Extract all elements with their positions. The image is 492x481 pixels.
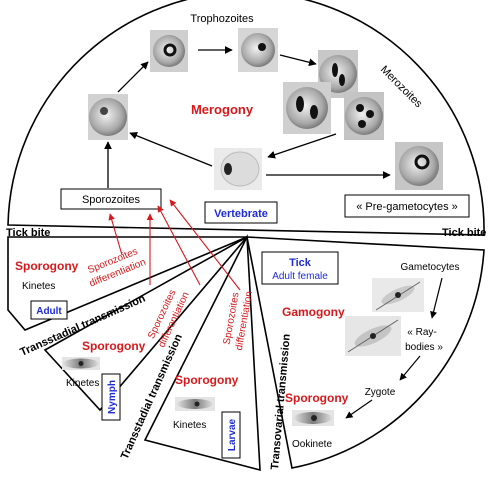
pre-gametocyte-cell: [395, 142, 443, 190]
merozoites-label: Merozoites: [378, 64, 425, 111]
nymph-stage-label: Nymph: [107, 380, 118, 414]
adult-sector: [7, 236, 248, 331]
ookinete-label: Ookinete: [292, 439, 332, 450]
pre-gametocytes-box: [344, 194, 470, 218]
larvae-sporogony-label: Sporogony: [175, 373, 239, 387]
arrow-zygote-to-ookinete: [345, 399, 373, 419]
nymph-kinetes-label: Kinetes: [66, 378, 99, 389]
arrow-gametocytes-to-raybodies: [430, 277, 443, 319]
sporozoites-label: Sporozoites: [82, 194, 141, 206]
tick-host-sublabel: Adult female: [272, 271, 328, 282]
red-arrow-larvae: [169, 199, 241, 291]
ray-bodies-line1: « Ray-: [407, 327, 436, 338]
tick-sector: [246, 236, 485, 469]
sporozoite-infected-cell: [88, 94, 128, 140]
gametocytes-label: Gametocytes: [401, 262, 460, 273]
adult-stage-box: [30, 300, 68, 320]
larvae-kinetes-label: Kinetes: [173, 420, 206, 431]
red-arrow-nymph-2: [157, 205, 201, 286]
vertebrate-box: [204, 201, 278, 224]
tick-host-label: Tick: [289, 257, 312, 269]
trophozoite-cell-1: [150, 30, 188, 72]
ray-body-image: [345, 316, 401, 356]
free-sporozoite-cell: [214, 148, 262, 190]
arrow-trophozoite-to-merozoite: [279, 54, 317, 67]
larvae-sector: [143, 233, 261, 472]
arrow-free-to-cell: [129, 132, 213, 167]
larvae-stage-label: Larvae: [227, 418, 238, 451]
larvae-stage-box: [221, 411, 241, 459]
arrow-merozoites-to-free: [267, 133, 337, 159]
arrow-raybodies-to-zygote: [399, 355, 421, 381]
adult-sporogony-label: Sporogony: [15, 259, 79, 273]
ookinete-image: [292, 410, 334, 426]
vertebrate-host-label: Vertebrate: [214, 208, 268, 220]
gametocyte-image: [372, 278, 424, 312]
vertebrate-sector: [7, 0, 485, 236]
tick-bite-left-label: Tick bite: [6, 227, 50, 239]
nymph-kinete-image: [62, 357, 100, 370]
adult-stage-label: Adult: [36, 306, 62, 317]
pre-gametocytes-label: « Pre-gametocytes »: [356, 201, 458, 213]
merozoite-cell-2: [283, 82, 331, 134]
arrow-cell-to-trophozoite: [117, 61, 149, 93]
trophozoite-cell-2: [238, 28, 278, 72]
red-arrow-adult: [108, 213, 123, 256]
tick-sporogony-label: Sporogony: [285, 391, 349, 405]
zygote-label: Zygote: [365, 387, 396, 398]
nymph-stage-box: [101, 373, 121, 421]
tick-host-box: [261, 251, 339, 285]
adult-kinetes-label: Kinetes: [22, 281, 55, 292]
larvae-kinete-image: [175, 397, 215, 411]
sporozoites-box: [60, 188, 162, 210]
trophozoites-label: Trophozoites: [190, 13, 254, 25]
merogony-label: Merogony: [191, 102, 254, 117]
nymph-sporogony-label: Sporogony: [82, 339, 146, 353]
tick-bite-right-label: Tick bite: [442, 227, 486, 239]
nymph-sector: [43, 236, 248, 412]
ray-bodies-line2: bodies »: [405, 342, 443, 353]
merozoite-cell-3: [344, 92, 384, 140]
gamogony-label: Gamogony: [282, 305, 345, 319]
